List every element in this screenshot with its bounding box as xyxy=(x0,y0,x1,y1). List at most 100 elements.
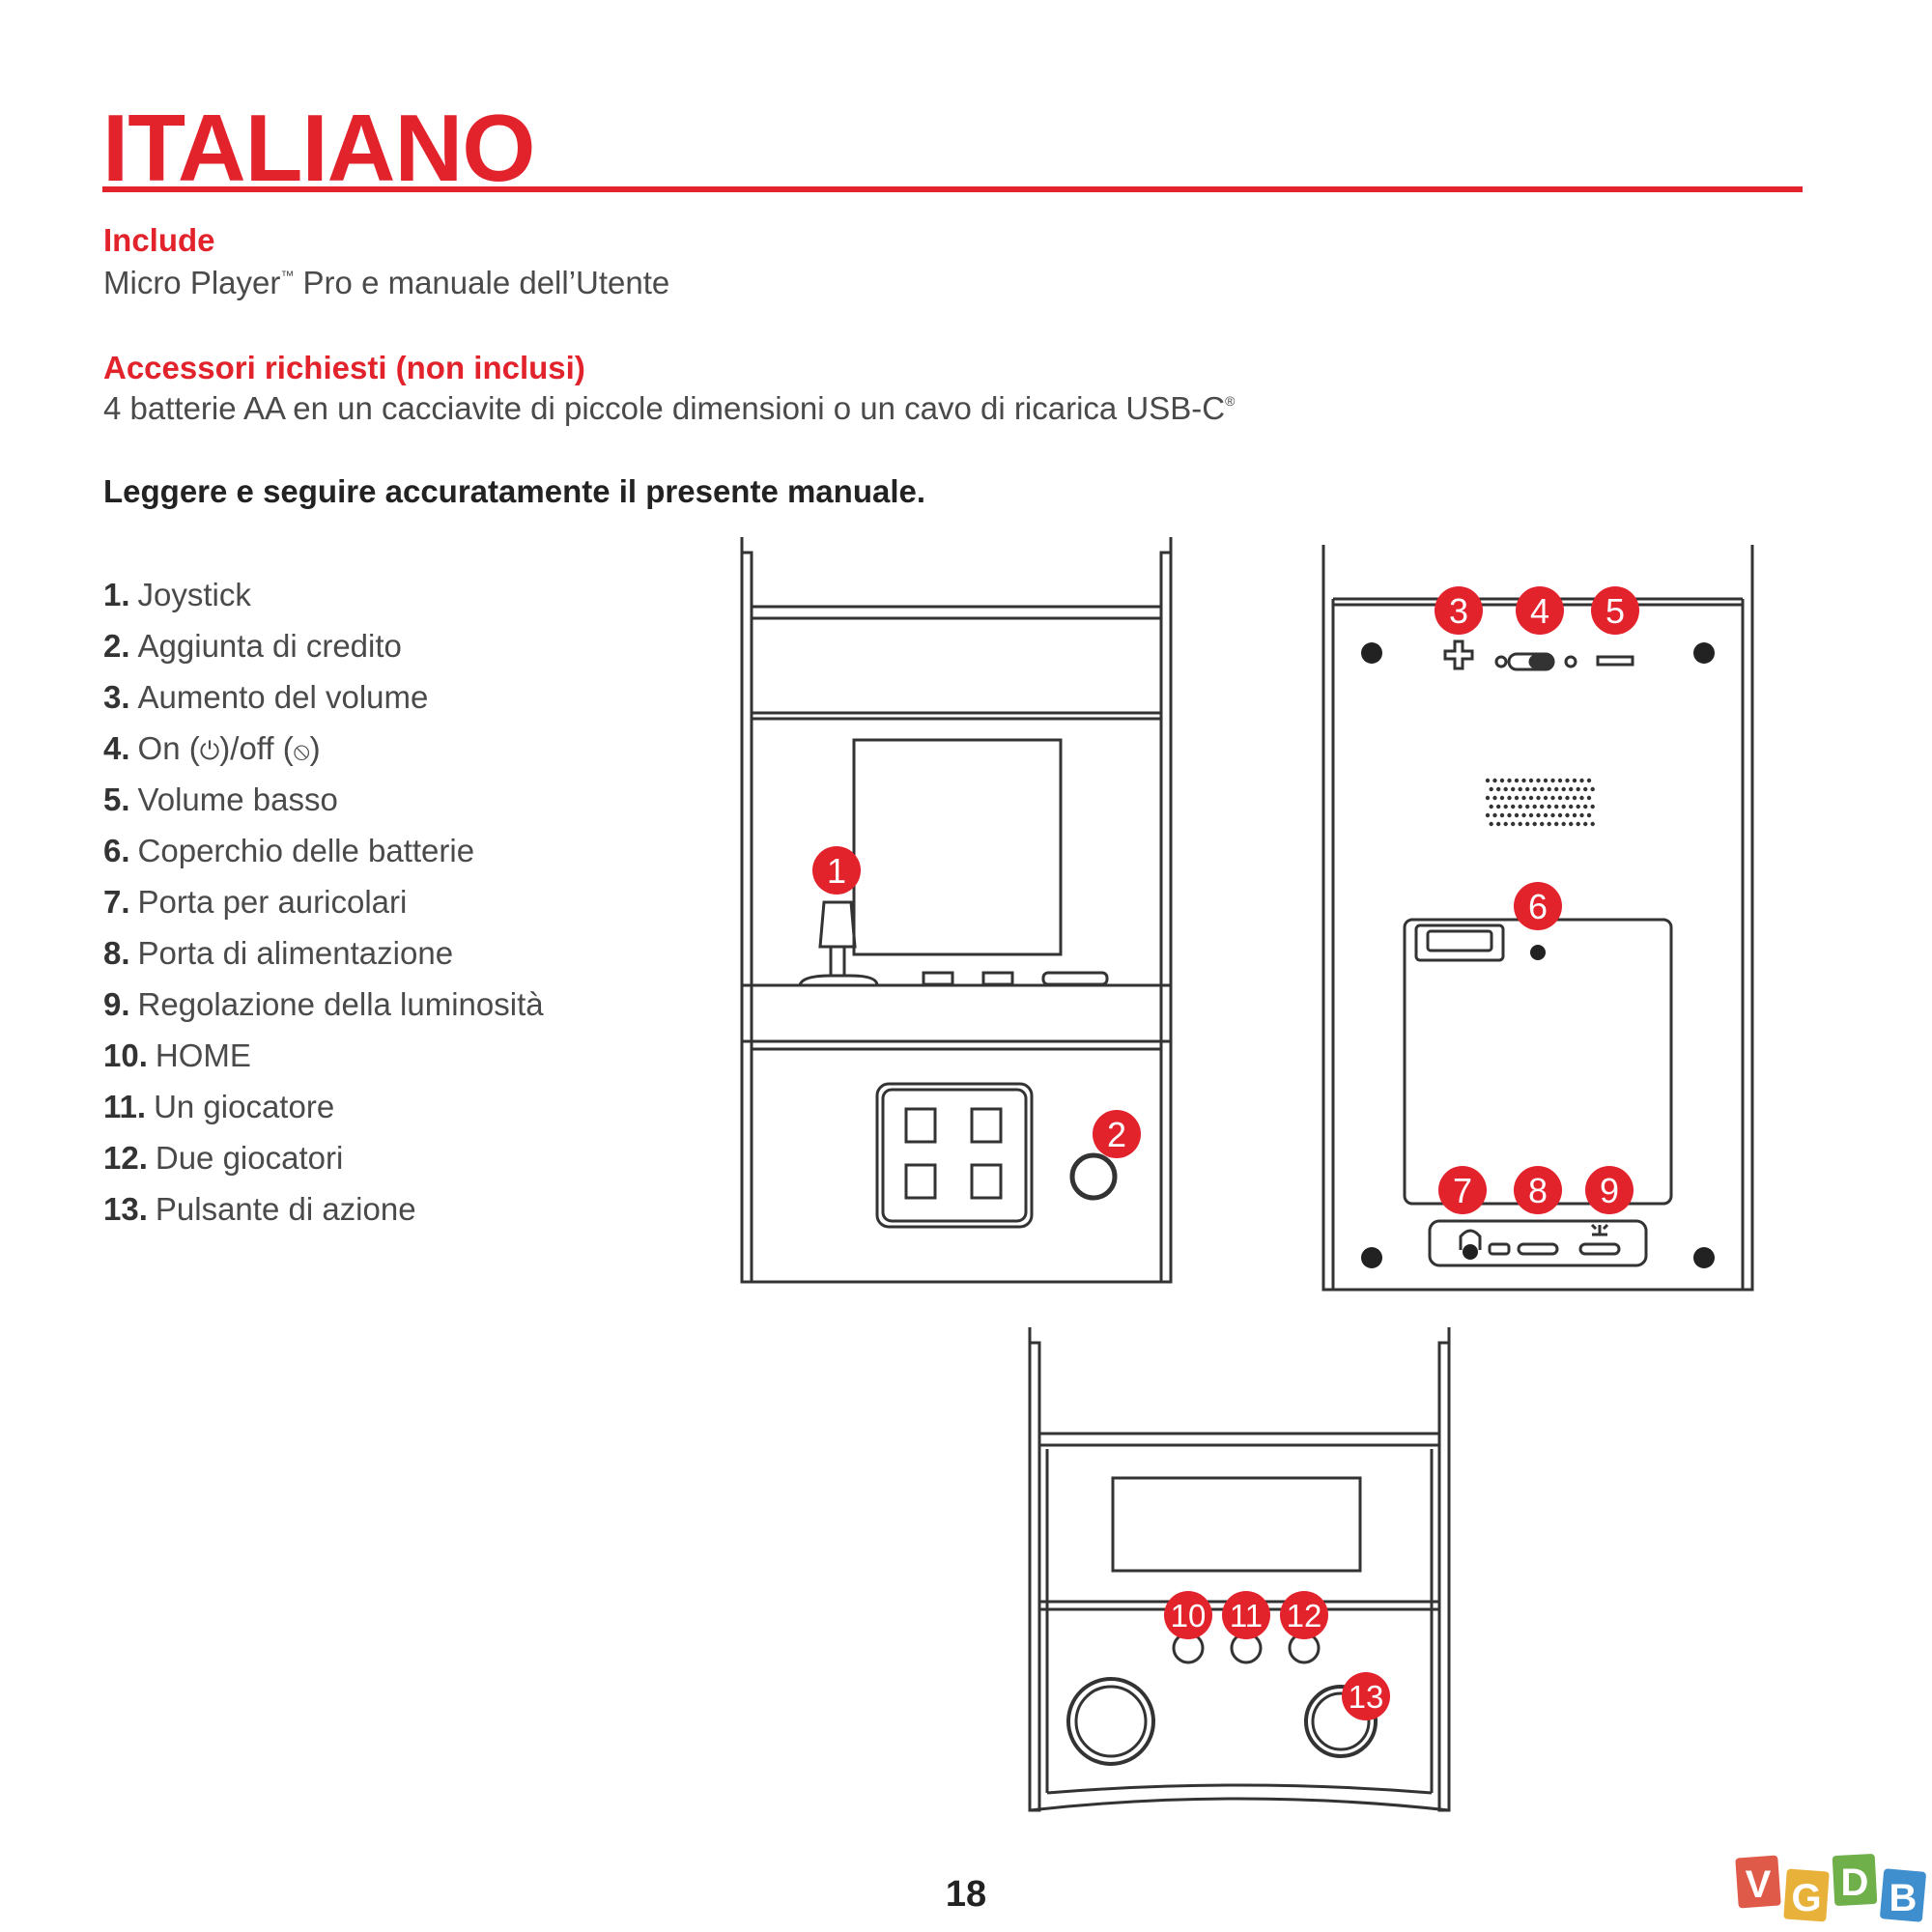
item-label: Porta per auricolari xyxy=(137,884,408,920)
callout-7-label: 7 xyxy=(1453,1171,1472,1210)
joystick-top-inner xyxy=(1074,1685,1148,1758)
item-label: Aggiunta di credito xyxy=(137,628,402,664)
grille-dot xyxy=(1521,795,1526,801)
grille-dot xyxy=(1528,778,1534,783)
grille-dot xyxy=(1518,786,1522,792)
grille-dot xyxy=(1586,795,1592,801)
callout-5: 5 xyxy=(1591,586,1639,635)
callout-7: 7 xyxy=(1438,1166,1487,1214)
grille-dot xyxy=(1485,795,1491,801)
power-port xyxy=(1517,1242,1559,1256)
grille-dot xyxy=(1485,812,1491,818)
brightness-icon xyxy=(1590,1223,1609,1236)
include-text: Micro Player™ Pro e manuale dell’Utente xyxy=(103,265,669,301)
callout-11-label: 11 xyxy=(1230,1598,1263,1634)
list-item: 1.Joystick xyxy=(103,576,544,627)
list-item: 10.HOME xyxy=(103,1037,544,1088)
screw-hole xyxy=(1361,1247,1382,1268)
grille-dot xyxy=(1550,778,1555,783)
item-number: 2. xyxy=(103,628,130,664)
callout-13-label: 13 xyxy=(1349,1679,1384,1715)
grille-dot xyxy=(1583,821,1588,827)
item-label: Un giocatore xyxy=(154,1089,335,1124)
grille-dot xyxy=(1489,821,1493,827)
item-number: 3. xyxy=(103,679,130,715)
callout-12-label: 12 xyxy=(1287,1598,1322,1634)
grille-dot xyxy=(1521,812,1526,818)
grille-dot xyxy=(1540,821,1545,827)
coin-panel-inner xyxy=(881,1088,1028,1223)
grille-dot xyxy=(1572,778,1577,783)
grille-dot xyxy=(1499,812,1505,818)
grille-dot xyxy=(1586,812,1592,818)
grille-dot xyxy=(1489,804,1493,810)
grille-dot xyxy=(1492,778,1497,783)
item-number: 12. xyxy=(103,1140,148,1176)
grille-dot xyxy=(1561,804,1566,810)
grille-dot xyxy=(1499,778,1505,783)
grille-dot xyxy=(1554,786,1559,792)
watermark-letter: B xyxy=(1889,1877,1918,1919)
coin-square xyxy=(970,1107,1003,1144)
grille-dot xyxy=(1507,795,1512,801)
callout-2: 2 xyxy=(1093,1110,1141,1158)
screw-hole xyxy=(1693,642,1715,664)
grille-dot xyxy=(1503,804,1508,810)
grille-dot xyxy=(1572,795,1577,801)
grille-dot xyxy=(1532,821,1537,827)
callout-4-label: 4 xyxy=(1530,591,1549,631)
grille-dot xyxy=(1507,812,1512,818)
credit-button xyxy=(1069,1152,1118,1201)
item-label: Aumento del volume xyxy=(137,679,429,715)
grille-dot xyxy=(1492,795,1497,801)
item-number: 11. xyxy=(103,1089,147,1124)
grille-dot xyxy=(1565,795,1570,801)
grille-dot xyxy=(1503,821,1508,827)
callout-9-label: 9 xyxy=(1600,1171,1619,1210)
screw-hole xyxy=(1361,642,1382,664)
read-manual-notice: Leggere e seguire accuratamente il prese… xyxy=(103,473,926,509)
grille-dot xyxy=(1550,795,1555,801)
top-screen xyxy=(1111,1476,1362,1573)
grille-dot xyxy=(1485,778,1491,783)
grille-dot xyxy=(1496,786,1501,792)
grille-dot xyxy=(1576,804,1580,810)
headphone-icon xyxy=(1459,1229,1482,1250)
watermark-letter: D xyxy=(1841,1861,1869,1904)
callout-13: 13 xyxy=(1342,1672,1390,1720)
callout-2-label: 2 xyxy=(1107,1115,1126,1154)
item-label: On ( xyxy=(137,730,200,766)
item-label: Porta di alimentazione xyxy=(137,935,454,971)
callout-1-label: 1 xyxy=(827,851,846,891)
list-item: 2.Aggiunta di credito xyxy=(103,627,544,678)
list-item: 12.Due giocatori xyxy=(103,1139,544,1190)
top-base xyxy=(1029,1797,1450,1812)
grille-dot xyxy=(1590,821,1595,827)
watermark-letter: V xyxy=(1746,1863,1772,1906)
grille-dot xyxy=(1547,804,1551,810)
grille-dot xyxy=(1532,804,1537,810)
grille-dot xyxy=(1536,778,1541,783)
power-switch xyxy=(1507,652,1555,671)
callout-3: 3 xyxy=(1435,586,1483,635)
grille-dot xyxy=(1543,812,1548,818)
grille-dot xyxy=(1579,778,1584,783)
grille-dot xyxy=(1569,821,1574,827)
item-label: Due giocatori xyxy=(155,1140,344,1176)
list-item: 8.Porta di alimentazione xyxy=(103,934,544,985)
coin-square xyxy=(904,1163,937,1200)
joystick-top xyxy=(1066,1677,1155,1766)
page-title: ITALIANO xyxy=(102,95,535,201)
grille-dot xyxy=(1565,778,1570,783)
grille-dot xyxy=(1586,778,1592,783)
headphone-jack xyxy=(1463,1244,1478,1260)
grille-dot xyxy=(1514,812,1520,818)
minus-icon xyxy=(1596,655,1634,667)
grille-dot xyxy=(1492,812,1497,818)
grille-dot xyxy=(1499,795,1505,801)
vgdb-watermark-logo: V G D B xyxy=(1735,1854,1926,1922)
screw-hole xyxy=(1693,1247,1715,1268)
grille-dot xyxy=(1569,804,1574,810)
grille-dot xyxy=(1554,804,1559,810)
power-on-icon: ⏻ xyxy=(199,736,220,765)
